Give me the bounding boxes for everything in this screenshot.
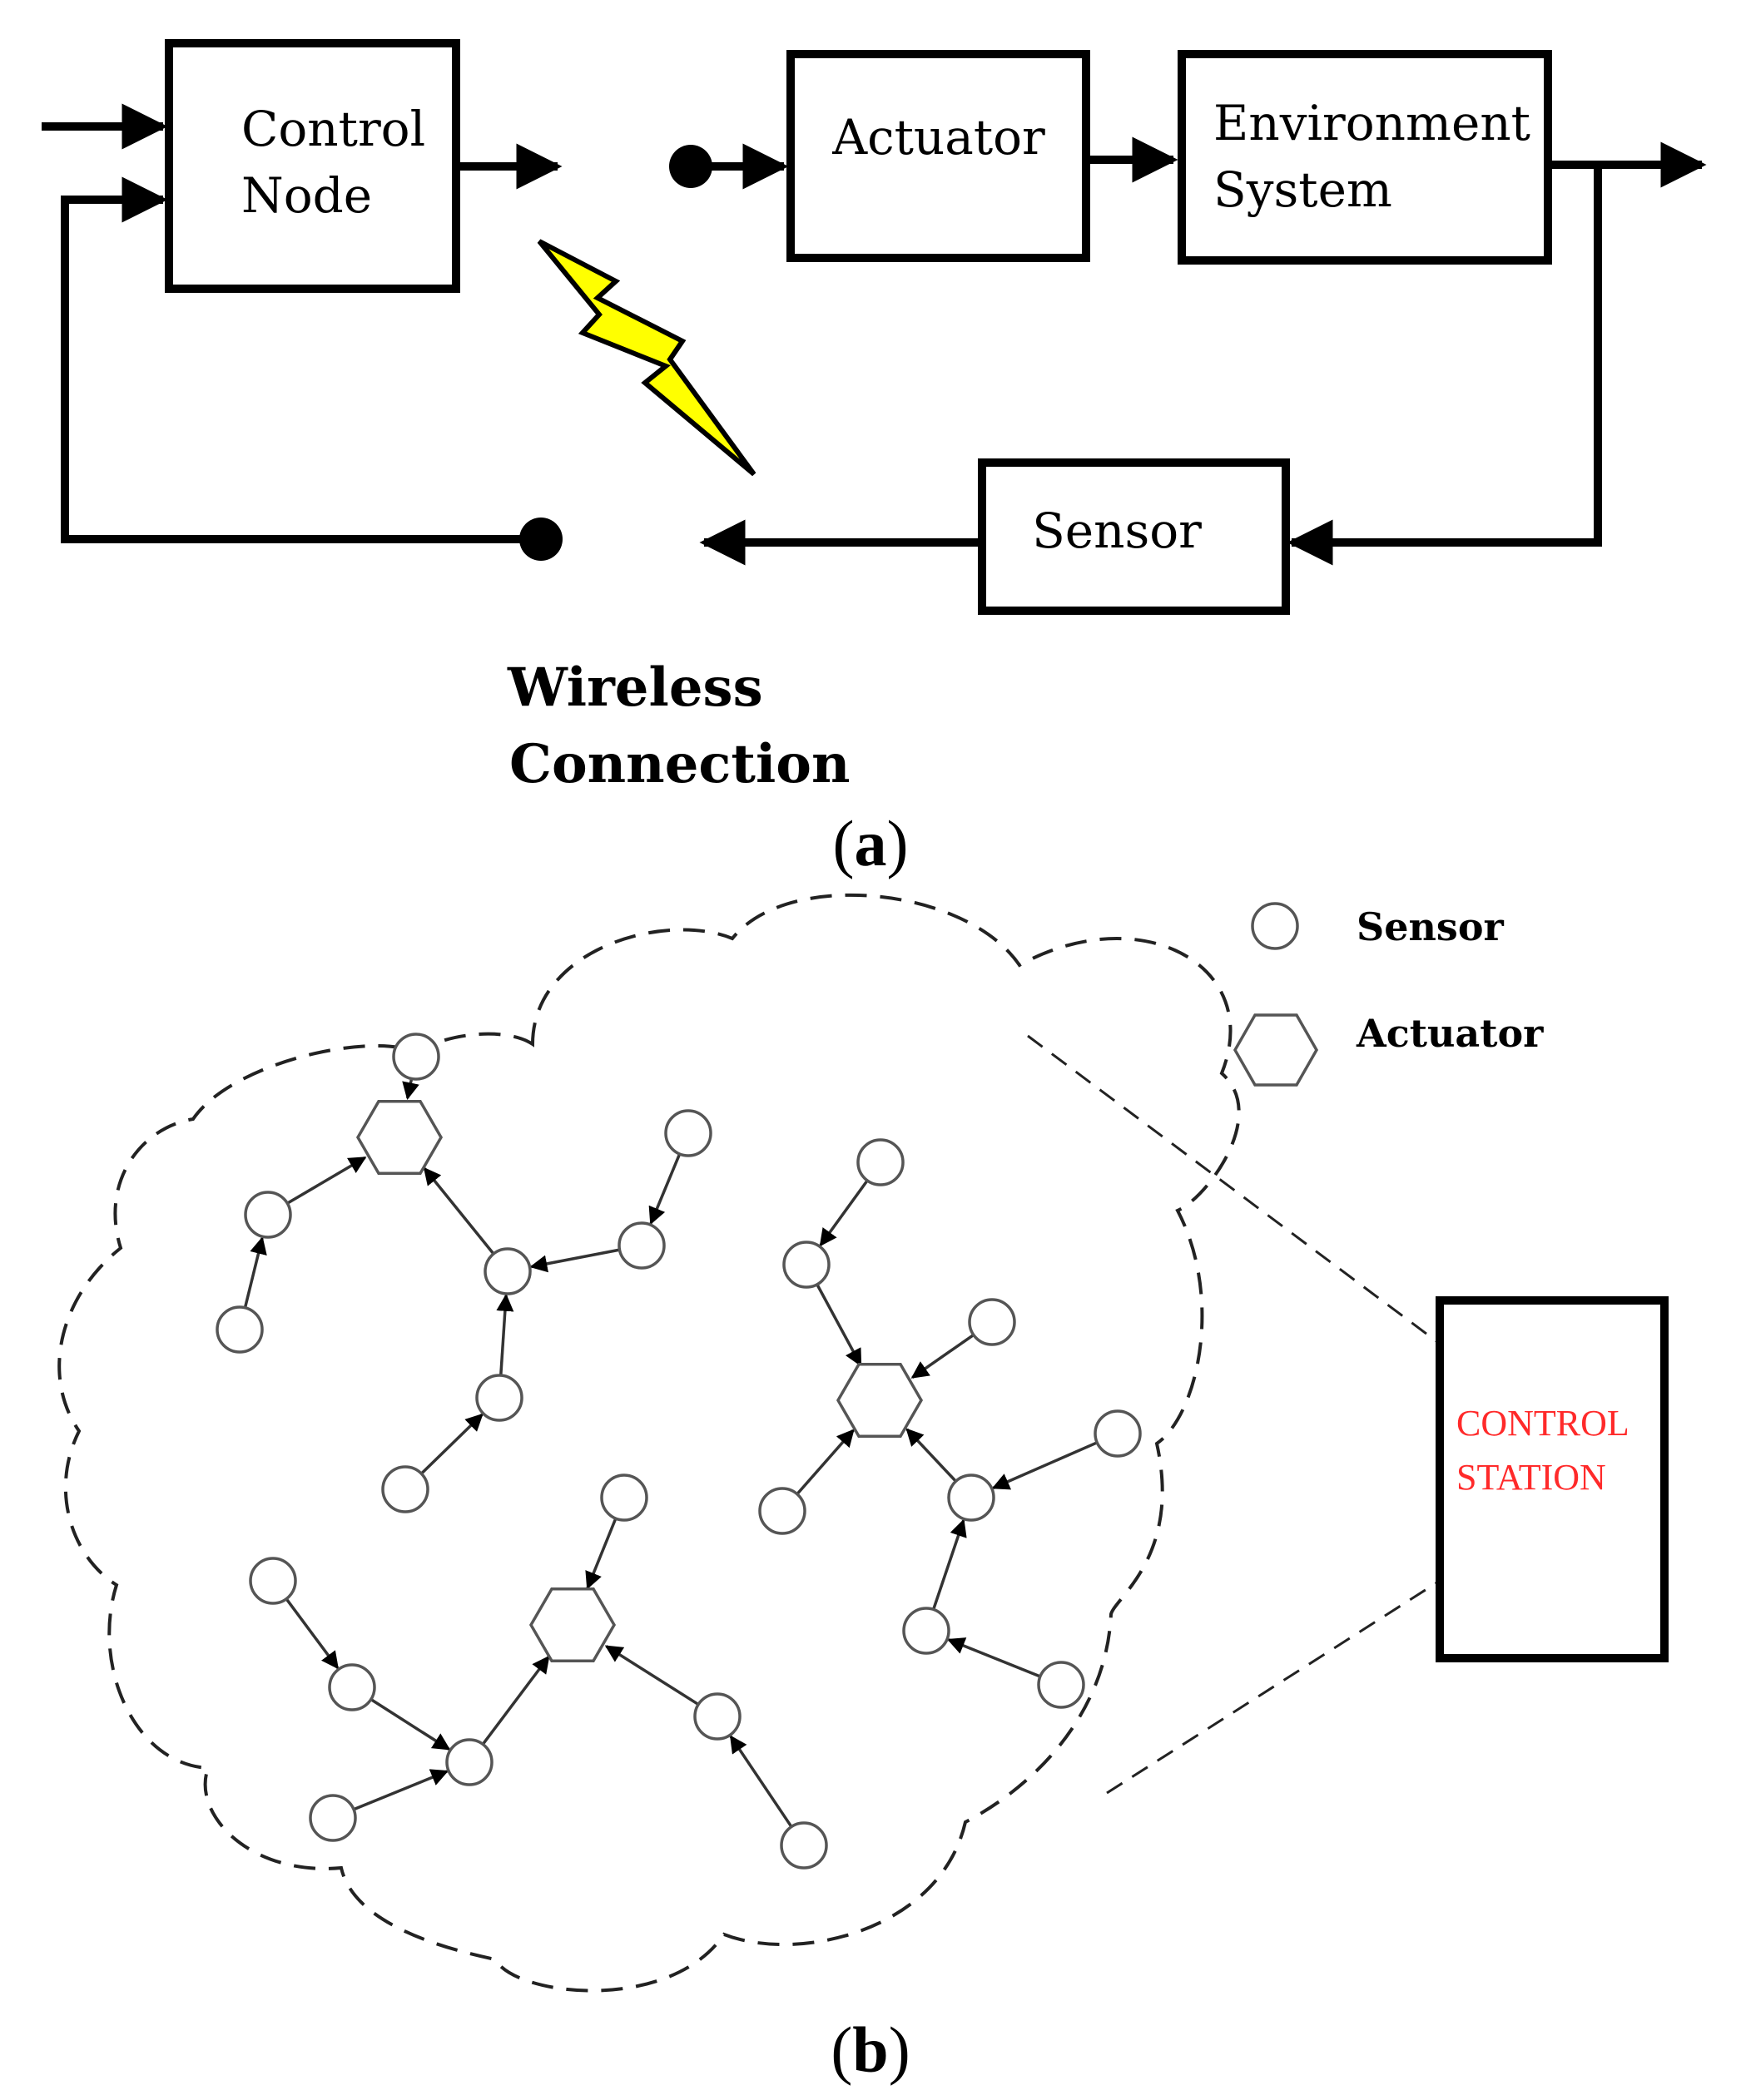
network-link-arrow <box>910 1333 975 1379</box>
network-link-arrow <box>729 1735 793 1828</box>
network-link-arrow <box>285 1597 340 1670</box>
network-link-arrow <box>423 1166 495 1256</box>
network-link-arrow <box>420 1413 484 1475</box>
panel-b: CONTROL STATION Sensor Actuator (b) <box>57 893 1669 2086</box>
sensor-node <box>780 1821 828 1870</box>
sensor-box <box>978 458 1290 615</box>
network-link-arrow <box>816 1283 862 1367</box>
control-station-label-line1: CONTROL <box>1456 1403 1629 1444</box>
sensor-node <box>484 1247 532 1295</box>
sensor-node <box>782 1241 831 1289</box>
control-station-label-line2: STATION <box>1456 1457 1606 1498</box>
sensor-node <box>856 1138 905 1186</box>
control-node-box <box>165 39 460 293</box>
sensor-node <box>947 1473 995 1522</box>
control-node-label-line1: Control <box>241 101 425 157</box>
sensor-node <box>381 1465 429 1513</box>
network-link-arrow <box>496 1293 514 1376</box>
legend-sensor-label: Sensor <box>1357 904 1505 949</box>
sensor-node <box>758 1487 806 1535</box>
lightning-bolt-icon <box>537 239 756 477</box>
sensor-node <box>618 1221 666 1270</box>
environment-label-line1: Environment <box>1213 95 1530 151</box>
legend-actuator-label: Actuator <box>1356 1011 1544 1056</box>
network-link-arrow <box>648 1153 682 1226</box>
network-link-arrow <box>286 1156 367 1205</box>
network-link-arrow <box>370 1698 451 1751</box>
sensor-node <box>902 1607 950 1655</box>
actuator-node <box>355 1099 444 1176</box>
actuator-node <box>836 1362 924 1439</box>
environment-system-box <box>1178 50 1552 265</box>
environment-to-sensor-line <box>1287 165 1602 566</box>
control-node-label-line2: Node <box>241 167 372 224</box>
sensor-node <box>309 1794 357 1842</box>
sensor-node <box>445 1738 494 1786</box>
legend-actuator-icon <box>1233 1013 1319 1087</box>
sensor-actuator-network <box>216 1033 1142 1870</box>
environment-label-line2: System <box>1213 161 1392 218</box>
station-link-top <box>1027 1034 1441 1345</box>
sensor-node <box>249 1557 297 1605</box>
network-link-arrow <box>353 1769 449 1811</box>
network-link-arrow <box>819 1179 869 1247</box>
network-link-arrow <box>402 1078 419 1101</box>
network-link-arrow <box>243 1236 267 1309</box>
sensor-node <box>1037 1661 1085 1709</box>
sensor-node <box>392 1033 440 1081</box>
network-link-arrow <box>946 1637 1041 1678</box>
feedback-line <box>61 176 541 543</box>
actuator-node <box>528 1587 617 1663</box>
sensor-node <box>244 1191 292 1239</box>
sensor-node <box>216 1305 264 1354</box>
feedback-terminal-dot <box>519 518 563 561</box>
legend-sensor-icon <box>1251 902 1299 950</box>
actuator-box <box>786 50 1090 262</box>
wireless-label-line1: Wireless <box>507 656 763 719</box>
sensor-node <box>968 1298 1016 1346</box>
sensor-node <box>600 1473 648 1522</box>
network-link-arrow <box>585 1518 618 1590</box>
sensor-node <box>664 1109 712 1157</box>
actuator-label: Actuator <box>831 109 1045 166</box>
control-station-box <box>1436 1296 1669 1662</box>
panel-a: Control Node Actuator Environment System… <box>42 39 1707 879</box>
network-link-arrow <box>604 1645 700 1706</box>
network-link-arrow <box>796 1429 855 1495</box>
panel-b-label: (b) <box>831 2013 910 2086</box>
sensor-label: Sensor <box>1032 503 1202 559</box>
sensor-node <box>1094 1409 1142 1458</box>
network-link-arrow <box>931 1518 967 1610</box>
sensor-node <box>475 1374 523 1422</box>
network-link-arrow <box>529 1248 620 1273</box>
sensor-node <box>693 1692 742 1741</box>
network-link-arrow <box>481 1655 550 1746</box>
sensor-node <box>328 1663 376 1711</box>
network-link-arrow <box>905 1428 957 1483</box>
wireless-label-line2: Connection <box>509 733 850 795</box>
network-link-arrow <box>991 1441 1098 1490</box>
station-link-bottom <box>1106 1579 1441 1795</box>
network-cloud-outline <box>57 893 1241 1993</box>
panel-a-label: (a) <box>833 807 909 879</box>
